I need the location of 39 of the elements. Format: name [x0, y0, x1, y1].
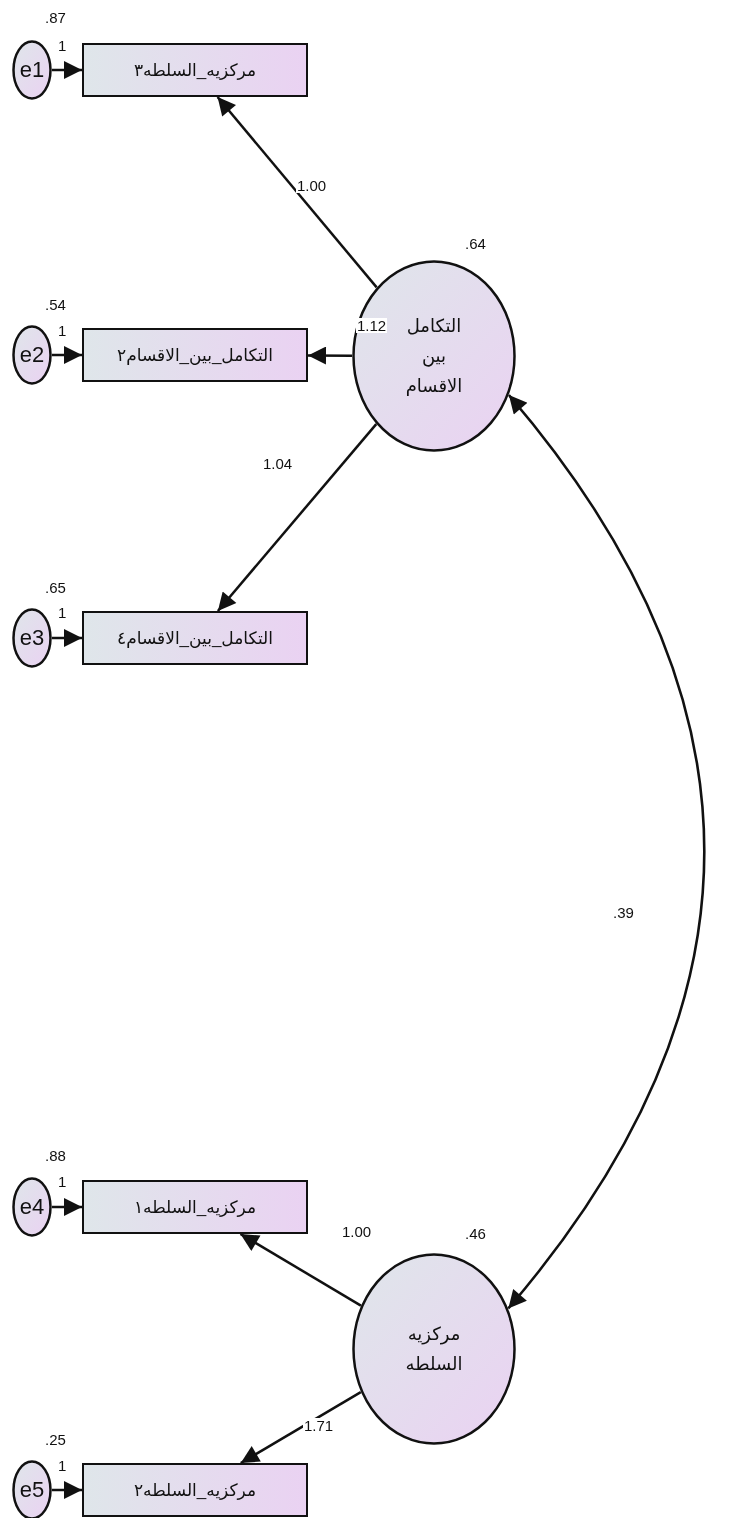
arrow: [239, 1232, 362, 1307]
arrow: [216, 96, 378, 289]
arrow: [52, 1481, 82, 1499]
edge-label: 1.00: [341, 1224, 373, 1239]
observed-variable-box: مركزيه_السلطه١: [82, 1180, 308, 1234]
edge-label: 1: [57, 323, 68, 338]
variance-label: .88: [45, 1148, 66, 1163]
double-headed-arrow: [507, 394, 706, 1310]
observed-variable-box: التكامل_بين_الاقسام٤: [82, 611, 308, 665]
latent-variable-circle: مركزيه السلطه: [352, 1253, 516, 1445]
error-term-circle: e3: [12, 608, 52, 668]
edge-label: 1: [57, 1174, 68, 1189]
arrow: [52, 1198, 82, 1216]
variance-label: .64: [465, 236, 486, 251]
error-term-circle: e1: [12, 40, 52, 100]
observed-variable-box: مركزيه_السلطه٢: [82, 1463, 308, 1517]
edge-label: 1: [57, 605, 68, 620]
variance-label: .65: [45, 580, 66, 595]
variance-label: .25: [45, 1432, 66, 1447]
arrow: [52, 61, 82, 79]
observed-variable-box: مركزيه_السلطه٣: [82, 43, 308, 97]
arrow: [216, 423, 378, 612]
edge-label: 1.12: [356, 318, 388, 333]
arrow: [308, 346, 352, 365]
arrow: [52, 629, 82, 647]
observed-variable-box: التكامل_بين_الاقسام٢: [82, 328, 308, 382]
edge-label: 1.00: [296, 178, 328, 193]
variance-label: .54: [45, 297, 66, 312]
edge-label: 1.04: [262, 456, 294, 471]
error-term-circle: e4: [12, 1177, 52, 1237]
error-term-circle: e2: [12, 325, 52, 385]
arrow: [52, 346, 82, 364]
edge-label: 1: [57, 1458, 68, 1473]
edge-label: .39: [612, 905, 635, 920]
variance-label: .46: [465, 1226, 486, 1241]
variance-label: .87: [45, 10, 66, 25]
edge-label: 1.71: [303, 1418, 335, 1433]
edge-label: 1: [57, 38, 68, 53]
arrow: [240, 1391, 362, 1465]
